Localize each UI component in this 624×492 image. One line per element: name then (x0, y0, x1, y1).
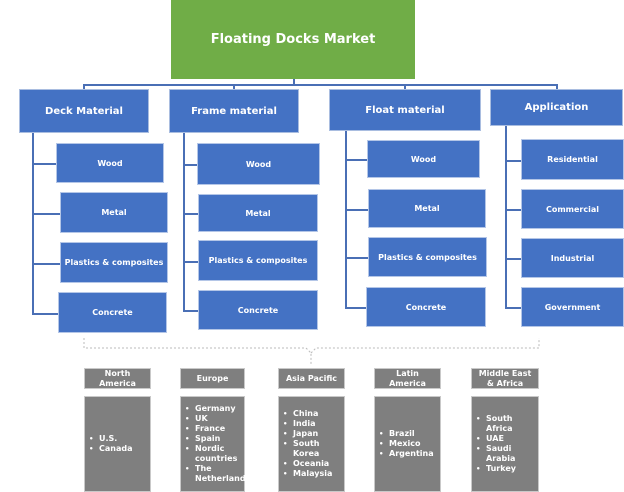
category-item: Residential (521, 139, 624, 180)
branch-line (345, 307, 366, 309)
connector (293, 79, 295, 85)
country-item: Saudi Arabia (476, 444, 538, 464)
country-list: South AfricaUAESaudi ArabiaTurkey (476, 414, 538, 474)
trunk-line (183, 133, 185, 310)
category-item: Plastics & composites (198, 240, 318, 281)
branch-line (505, 307, 521, 309)
category-item: Concrete (366, 287, 486, 327)
country-item: Oceania (283, 459, 344, 469)
trunk-line (505, 126, 507, 307)
connector (404, 84, 406, 90)
region-header: North America (84, 368, 151, 389)
branch-line (345, 208, 368, 211)
region-header: Europe (180, 368, 245, 389)
category-item: Government (521, 287, 624, 327)
branch-line (183, 260, 198, 263)
category-item: Commercial (521, 189, 624, 229)
diagram-title: Floating Docks Market (171, 0, 415, 79)
country-list: U.S.Canada (89, 434, 133, 454)
region-header: Asia Pacific (278, 368, 345, 389)
branch-line (183, 164, 197, 166)
country-item: The Netherlands (185, 464, 250, 484)
country-item: Malaysia (283, 469, 344, 479)
trunk-line (32, 133, 34, 313)
trunk-line (345, 131, 347, 307)
country-item: U.S. (89, 434, 133, 444)
country-item: Nordic countries (185, 444, 250, 464)
country-list: ChinaIndiaJapanSouth KoreaOceaniaMalaysi… (283, 409, 344, 479)
category-item: Metal (368, 189, 486, 228)
country-item: China (283, 409, 344, 419)
country-item: Turkey (476, 464, 538, 474)
branch-line (505, 258, 521, 260)
category-header: Frame material (169, 89, 299, 133)
category-item: Wood (56, 143, 164, 183)
region-countries: GermanyUKFranceSpainNordic countriesThe … (180, 396, 250, 492)
branch-line (32, 312, 58, 315)
country-item: France (185, 424, 250, 434)
category-item: Plastics & composites (60, 242, 168, 283)
country-item: Japan (283, 429, 344, 439)
connector (83, 84, 85, 90)
category-item: Plastics & composites (368, 237, 487, 277)
country-item: Argentina (379, 449, 434, 459)
country-item: India (283, 419, 344, 429)
connector (84, 84, 556, 86)
category-item: Concrete (58, 292, 167, 333)
category-item: Metal (198, 194, 318, 232)
branch-line (505, 159, 521, 162)
region-header: Middle East & Africa (471, 368, 539, 389)
branch-line (345, 159, 367, 161)
country-item: UK (185, 414, 250, 424)
country-list: BrazilMexicoArgentina (379, 429, 434, 459)
country-item: Brazil (379, 429, 434, 439)
category-header: Application (490, 89, 623, 126)
region-countries: BrazilMexicoArgentina (374, 396, 441, 492)
category-item: Wood (197, 143, 320, 185)
branch-line (32, 262, 60, 265)
country-item: South Africa (476, 414, 538, 434)
country-item: Mexico (379, 439, 434, 449)
region-header: Latin America (374, 368, 441, 389)
category-item: Wood (367, 140, 480, 178)
country-item: Canada (89, 444, 133, 454)
category-header: Float material (329, 89, 481, 131)
branch-line (32, 163, 56, 165)
branch-line (183, 310, 198, 312)
connector (233, 84, 235, 90)
branch-line (345, 257, 368, 259)
category-item: Concrete (198, 290, 318, 330)
category-item: Metal (60, 192, 168, 233)
country-item: Spain (185, 434, 250, 444)
country-item: Germany (185, 404, 250, 414)
country-item: UAE (476, 434, 538, 444)
category-item: Industrial (521, 238, 624, 278)
region-countries: ChinaIndiaJapanSouth KoreaOceaniaMalaysi… (278, 396, 345, 492)
branch-line (32, 212, 60, 215)
branch-line (505, 209, 521, 211)
category-header: Deck Material (19, 89, 149, 133)
country-list: GermanyUKFranceSpainNordic countriesThe … (185, 404, 250, 484)
region-countries: U.S.Canada (84, 396, 151, 492)
connector (555, 84, 558, 90)
country-item: South Korea (283, 439, 344, 459)
region-countries: South AfricaUAESaudi ArabiaTurkey (471, 396, 539, 492)
branch-line (183, 213, 198, 215)
